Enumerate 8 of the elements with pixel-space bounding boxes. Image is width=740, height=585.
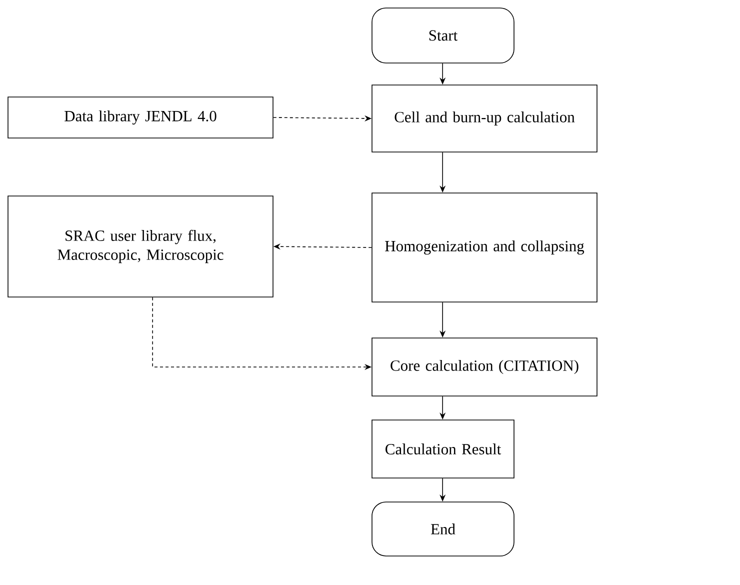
- terminal-box: Start: [372, 8, 514, 64]
- process-box: Data library JENDL 4.0: [8, 96, 274, 138]
- process-box: SRAC user library flux, Macroscopic, Microscopic: [8, 196, 274, 298]
- process-box: Calculation Result: [372, 420, 514, 478]
- process-box: Core calculation (CITATION): [372, 338, 598, 396]
- process-box: Homogenization and collapsing: [372, 192, 598, 302]
- process-box: Cell and burn-up calculation: [372, 84, 598, 152]
- terminal-box: End: [372, 502, 514, 556]
